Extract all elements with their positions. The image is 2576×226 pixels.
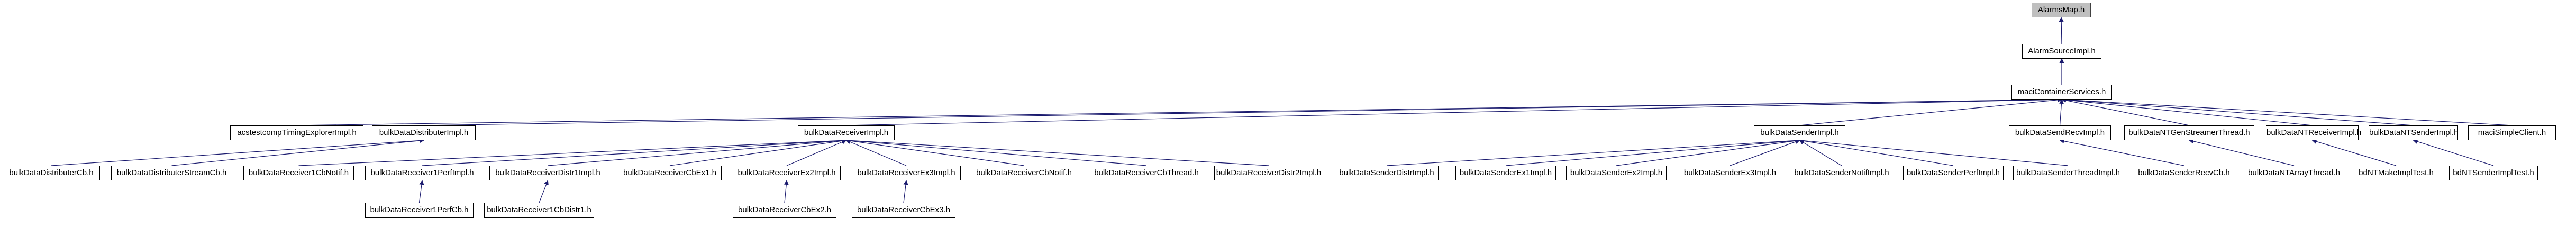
graph-node[interactable]: bulkDataSenderPerfImpl.h	[1903, 166, 2004, 180]
graph-node[interactable]: maciContainerServices.h	[2011, 85, 2112, 100]
graph-node[interactable]: bulkDataReceiverImpl.h	[798, 125, 895, 140]
graph-edge	[418, 180, 424, 203]
graph-edge	[423, 97, 2062, 126]
graph-node[interactable]: maciSimpleClient.h	[2468, 125, 2556, 140]
graph-node[interactable]: bulkDataReceiverCbEx3.h	[852, 203, 955, 218]
graph-node[interactable]: bulkDataSenderImpl.h	[1754, 125, 1845, 140]
graph-node[interactable]: acstestcompTimingExplorerImpl.h	[230, 125, 363, 140]
graph-node[interactable]: bulkDataSenderEx1Impl.h	[1455, 166, 1556, 180]
graph-edge	[2189, 139, 2295, 166]
graph-edge	[1386, 138, 1800, 166]
graph-node[interactable]: bulkDataDistributerCb.h	[3, 166, 100, 180]
graph-node[interactable]: bulkDataReceiverDistr1Impl.h	[489, 166, 606, 180]
graph-edge	[2061, 97, 2313, 126]
graph-node[interactable]: bulkDataReceiver1CbDistr1.h	[484, 203, 594, 218]
graph-node[interactable]: bulkDataDistributerImpl.h	[372, 125, 476, 140]
graph-node[interactable]: bulkDataReceiverDistr2Impl.h	[1214, 166, 1323, 180]
graph-edge	[539, 180, 549, 203]
graph-edge	[786, 140, 847, 166]
graph-node[interactable]: bulkDataReceiverEx2Impl.h	[733, 166, 841, 180]
graph-node[interactable]: bulkDataReceiver1PerfImpl.h	[365, 166, 479, 180]
graph-edge	[845, 138, 1024, 166]
graph-node[interactable]: bulkDataSenderDistrImpl.h	[1335, 166, 1439, 180]
graph-node[interactable]: bdNTMakeImplTest.h	[2354, 166, 2438, 180]
graph-node[interactable]: bulkDataReceiver1CbNotif.h	[243, 166, 354, 180]
graph-node[interactable]: bulkDataSenderNotifImpl.h	[1791, 166, 1892, 180]
graph-node[interactable]: AlarmSourceImpl.h	[2022, 44, 2101, 59]
graph-node[interactable]: bulkDataNTGenStreamerThread.h	[2124, 125, 2254, 140]
graph-edge	[903, 180, 908, 203]
graph-edge	[2311, 139, 2397, 166]
graph-node-root[interactable]: AlarmsMap.h	[2032, 3, 2091, 17]
graph-node[interactable]: bulkDataNTArrayThread.h	[2245, 166, 2343, 180]
graph-edge	[1799, 138, 2069, 166]
graph-node[interactable]: bdNTSenderImplTest.h	[2449, 166, 2538, 180]
graph-node[interactable]: bulkDataSenderThreadImpl.h	[2013, 166, 2123, 180]
graph-edge	[845, 138, 1269, 166]
graph-edge	[422, 138, 847, 166]
graph-edge	[548, 138, 847, 166]
graph-edge	[298, 138, 847, 166]
graph-node[interactable]: bulkDataReceiverCbEx2.h	[733, 203, 836, 218]
graph-edge	[2059, 139, 2184, 166]
graph-edge	[51, 138, 424, 166]
graph-node[interactable]: bulkDataReceiverEx3Impl.h	[852, 166, 961, 180]
graph-node[interactable]: bulkDataSenderEx2Impl.h	[1566, 166, 1667, 180]
graph-node[interactable]: bulkDataReceiverCbThread.h	[1089, 166, 1204, 180]
graph-node[interactable]: bulkDataReceiver1PerfCb.h	[365, 203, 474, 218]
graph-edge	[845, 139, 907, 166]
graph-edge	[1799, 138, 1954, 166]
graph-edge	[2059, 99, 2064, 126]
graph-node[interactable]: bulkDataReceiverCbEx1.h	[618, 166, 722, 180]
graph-edge	[669, 138, 847, 166]
graph-edge	[2061, 97, 2414, 126]
graph-node[interactable]: bulkDataReceiverCbNotif.h	[971, 166, 1077, 180]
graph-edge	[296, 97, 2062, 126]
graph-edge	[1505, 138, 1800, 166]
graph-node[interactable]: bulkDataDistributerStreamCb.h	[111, 166, 232, 180]
graph-edge	[1730, 139, 1800, 166]
graph-edge	[845, 138, 1147, 166]
graph-node[interactable]: bulkDataSendRecvImpl.h	[2009, 125, 2111, 140]
graph-edge	[171, 138, 424, 166]
graph-node[interactable]: bulkDataNTSenderImpl.h	[2369, 125, 2458, 140]
graph-edge	[2061, 98, 2190, 126]
graph-node[interactable]: bulkDataSenderEx3Impl.h	[1680, 166, 1780, 180]
graph-node[interactable]: bulkDataNTReceiverImpl.h	[2266, 125, 2361, 140]
graph-edge	[2059, 17, 2064, 44]
graph-edge	[846, 97, 2062, 126]
graph-edge	[784, 180, 789, 203]
graph-edge	[1616, 138, 1800, 166]
graph-edge	[1799, 140, 1842, 166]
graph-node[interactable]: bulkDataSenderRecvCb.h	[2134, 166, 2234, 180]
graph-edge	[1799, 97, 2062, 126]
graph-edge	[2061, 97, 2513, 126]
graph-edge	[2413, 139, 2494, 166]
